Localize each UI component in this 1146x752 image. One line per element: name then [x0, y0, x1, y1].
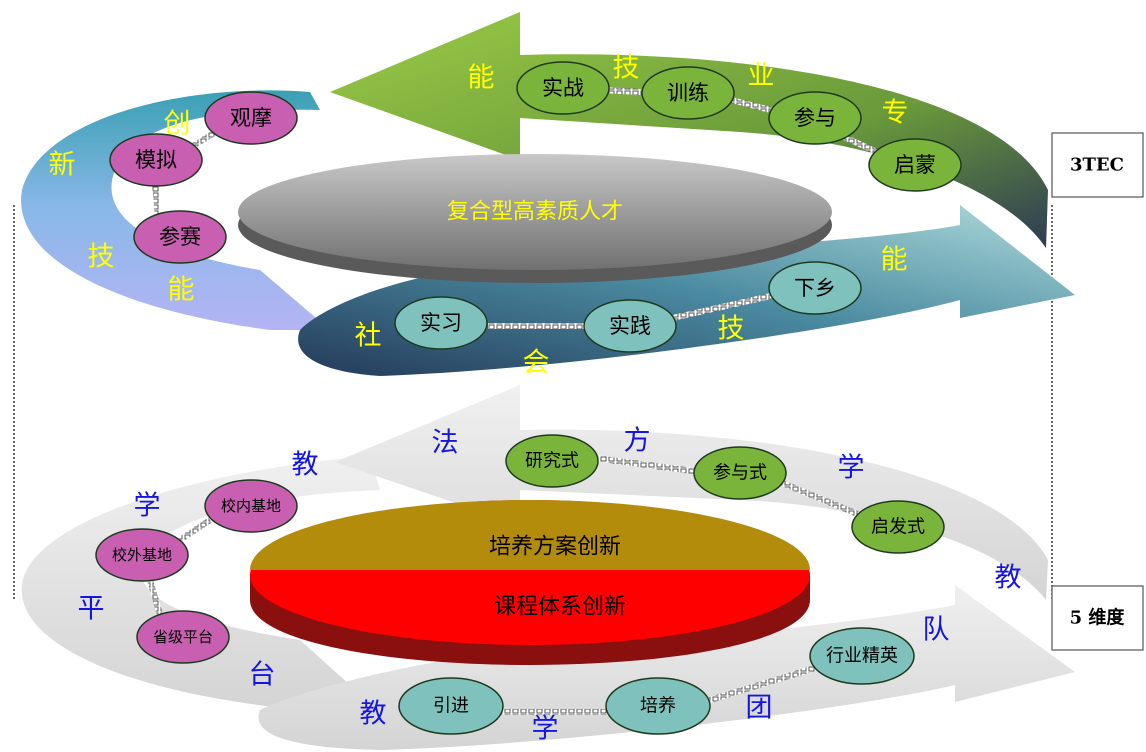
platform-node: 校内基地 — [204, 479, 298, 533]
professional-node-label: 实战 — [542, 76, 584, 100]
team-char: 队 — [923, 615, 950, 646]
platform-char: 教 — [292, 450, 319, 481]
professional-node: 启蒙 — [868, 138, 962, 192]
social-char: 社 — [355, 321, 382, 352]
team-node: 行业精英 — [809, 627, 915, 685]
tec-label-box: 3TEC — [1051, 132, 1144, 198]
innovation-node-label: 参赛 — [159, 225, 201, 249]
team-char: 教 — [360, 699, 387, 730]
social-char: 技 — [718, 314, 745, 345]
layer-top — [250, 500, 810, 570]
top-cycle: 复合型高素质人才 实战训练参与启蒙观摩模拟参赛实习实践下乡 能技业专创新技能社会… — [21, 12, 1076, 379]
innovation-node: 参赛 — [133, 210, 227, 264]
professional-node-label: 参与 — [794, 106, 836, 130]
professional-char: 能 — [468, 63, 495, 94]
platform-char: 平 — [78, 594, 105, 625]
platform-node-label: 校外基地 — [112, 546, 172, 564]
method-node-label: 研究式 — [525, 451, 579, 472]
method-node: 研究式 — [505, 434, 599, 488]
platform-node-label: 省级平台 — [153, 628, 213, 646]
dimension-label-box: 5 维度 — [1051, 585, 1144, 651]
social-char: 能 — [881, 245, 908, 276]
platform-chain — [147, 517, 212, 616]
innovation-char: 创 — [164, 109, 191, 140]
method-chain — [594, 455, 862, 518]
professional-node-label: 训练 — [667, 81, 709, 105]
professional-char: 技 — [613, 53, 640, 84]
team-chain — [500, 665, 816, 715]
professional-node-label: 启蒙 — [894, 153, 936, 177]
professional-node: 训练 — [641, 66, 735, 120]
team-char: 团 — [746, 693, 773, 724]
center-title: 复合型高素质人才 — [447, 200, 623, 225]
dimension-label: 5 维度 — [1070, 607, 1126, 629]
professional-char: 业 — [748, 61, 775, 92]
method-arrow — [335, 385, 1048, 600]
platform-node: 省级平台 — [136, 610, 230, 664]
social-node: 实习 — [394, 296, 488, 350]
team-node-label: 引进 — [433, 696, 469, 717]
innovation-arrow — [21, 90, 331, 330]
layer-top-label: 培养方案创新 — [489, 535, 621, 560]
social-chain — [488, 292, 776, 329]
method-char: 学 — [838, 453, 865, 484]
social-arrow — [298, 205, 1076, 376]
platform-arrow — [21, 456, 381, 712]
platform-char: 台 — [249, 660, 276, 691]
method-char: 教 — [995, 563, 1022, 594]
method-char: 法 — [432, 428, 459, 459]
team-node-label: 培养 — [640, 696, 676, 717]
platform-node-label: 校内基地 — [221, 497, 281, 515]
center-disc — [238, 154, 832, 270]
method-node-label: 启发式 — [871, 517, 925, 538]
innovation-char: 新 — [49, 150, 76, 181]
social-node-label: 下乡 — [794, 276, 836, 300]
team-node: 培养 — [605, 677, 711, 735]
innovation-node: 模拟 — [109, 133, 203, 187]
innovation-char: 能 — [168, 275, 195, 306]
social-node: 下乡 — [768, 261, 862, 315]
professional-node: 参与 — [768, 91, 862, 145]
platform-char: 学 — [134, 491, 161, 522]
layer-bottom-label: 课程体系创新 — [494, 595, 626, 620]
method-node: 启发式 — [851, 500, 945, 554]
innovation-char: 技 — [88, 242, 115, 273]
social-node-label: 实习 — [420, 311, 462, 335]
innovation-node-label: 观摩 — [230, 106, 272, 130]
tec-label: 3TEC — [1070, 155, 1124, 176]
professional-char: 专 — [882, 98, 909, 129]
innovation-node: 观摩 — [204, 91, 298, 145]
team-node: 引进 — [398, 677, 504, 735]
platform-node: 校外基地 — [95, 528, 189, 582]
professional-node: 实战 — [516, 61, 610, 115]
method-node-label: 参与式 — [713, 463, 767, 484]
social-node-label: 实践 — [609, 314, 651, 338]
method-char: 方 — [624, 426, 651, 457]
social-char: 会 — [523, 348, 550, 379]
social-node: 实践 — [583, 299, 677, 353]
professional-arrow — [330, 12, 1048, 248]
innovation-node-label: 模拟 — [135, 148, 177, 172]
team-node-label: 行业精英 — [826, 646, 898, 667]
method-node: 参与式 — [693, 446, 787, 500]
team-char: 学 — [532, 714, 559, 745]
